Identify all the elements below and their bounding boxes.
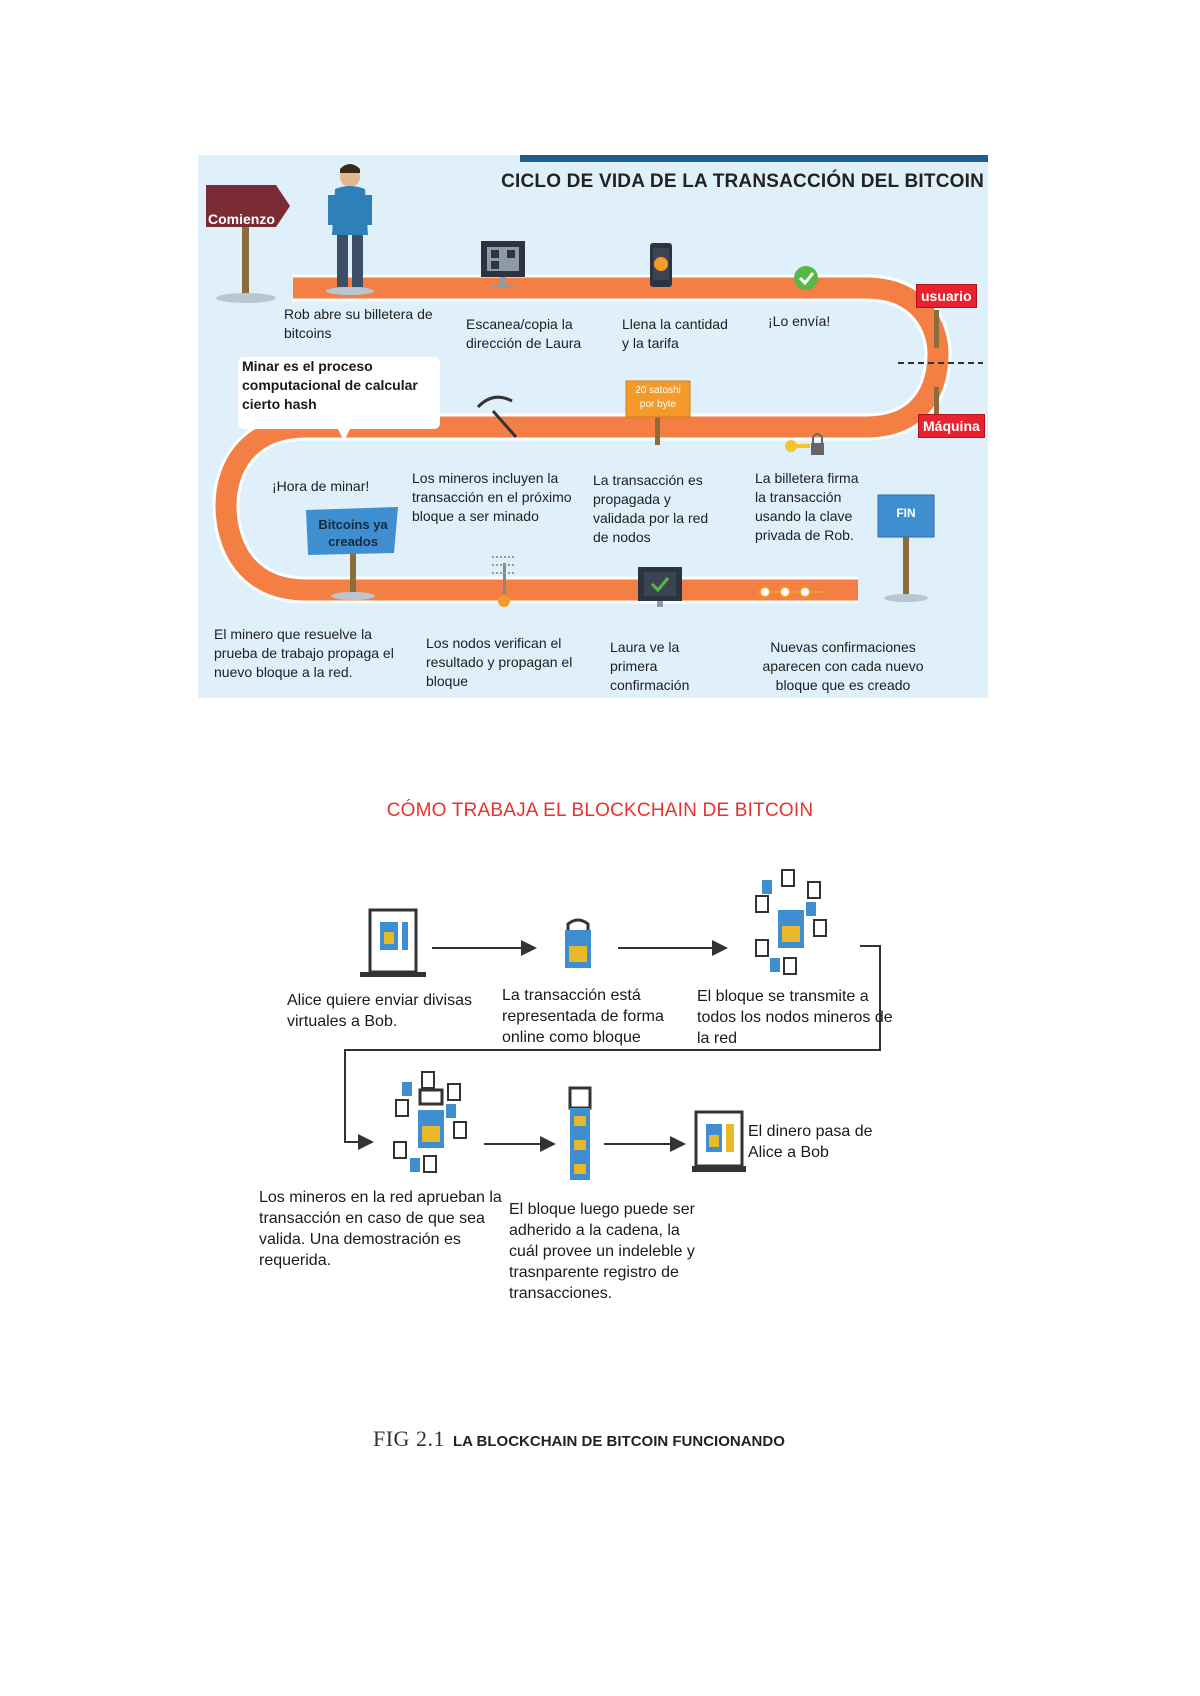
step-block-broadcast: El bloque se transmite a todos los nodos…	[697, 988, 893, 1047]
step-fill-amount: Llena la cantidad y la tarifa	[622, 316, 728, 351]
step-miners-include: Los mineros incluyen la transacción en e…	[412, 470, 572, 524]
step-new-confirmations: Nuevas confirmaciones aparecen con cada …	[762, 639, 924, 693]
broadcast-cluster-icon	[755, 869, 827, 975]
chain-icon	[758, 586, 826, 598]
mining-bubble-text: Minar es el proceso computacional de cal…	[242, 358, 418, 412]
lifecycle-title: CICLO DE VIDA DE LA TRANSACCIÓN DEL BITC…	[501, 171, 984, 192]
monitor-check-icon	[638, 567, 682, 607]
step-online-block: La transacción está representada de form…	[502, 987, 664, 1046]
check-icon	[794, 266, 818, 290]
step-alice-sends: Alice quiere enviar divisas virtuales a …	[287, 992, 472, 1030]
blockchain-title: CÓMO TRABAJA EL BLOCKCHAIN DE BITCOIN	[386, 800, 814, 821]
step-send: ¡Lo envía!	[768, 313, 831, 329]
step-money-transfer: El dinero pasa de Alice a Bob	[748, 1123, 873, 1161]
step-propagated: La transacción es propagada y validada p…	[593, 472, 709, 545]
mining-bubble: Minar es el proceso computacional de cal…	[238, 357, 440, 441]
person-icon	[326, 164, 374, 295]
key-lock-icon	[785, 433, 824, 455]
mined-sign: Bitcoins ya creados	[318, 517, 388, 549]
end-sign: FIN	[896, 506, 916, 520]
qr-monitor-icon	[481, 241, 525, 288]
node-antenna-icon	[492, 556, 516, 607]
blockchain-flow	[344, 869, 881, 1180]
machine-sign: Máquina	[918, 414, 985, 438]
step-first-confirmation: Laura ve la primera confirmación	[610, 639, 690, 693]
user-sign: usuario	[916, 284, 977, 308]
lifecycle-infographic: CICLO DE VIDA DE LA TRANSACCIÓN DEL BITC…	[198, 155, 988, 698]
fee-sign: 20 satoshi por byte	[635, 385, 681, 410]
step-miners-approve: Los mineros en la red aprueban la transa…	[259, 1189, 502, 1269]
alice-tablet-icon	[360, 908, 426, 977]
step-open-wallet: Rob abre su billetera de bitcoins	[284, 306, 433, 341]
step-block-added: El bloque luego puede ser adherido a la …	[509, 1201, 695, 1302]
figure-number: FIG 2.1	[373, 1426, 445, 1451]
step-scan-address: Escanea/copia la dirección de Laura	[466, 316, 582, 351]
step-miner-propagates: El minero que resuelve la prueba de trab…	[214, 626, 394, 680]
chained-blocks-icon	[568, 1086, 592, 1180]
block-icon	[565, 918, 591, 968]
miners-cluster-icon	[393, 1071, 467, 1173]
bitcoin-phone-icon	[650, 243, 672, 287]
pickaxe-icon	[476, 395, 518, 438]
start-sign: Comienzo	[208, 211, 275, 227]
step-nodes-verify: Los nodos verifican el resultado y propa…	[426, 635, 573, 689]
step-mining-time: ¡Hora de minar!	[272, 478, 370, 494]
figure-caption-text: LA BLOCKCHAIN DE BITCOIN FUNCIONANDO	[452, 1433, 785, 1450]
bob-tablet-icon	[692, 1110, 746, 1172]
step-wallet-signs: La billetera firma la transacción usando…	[755, 470, 859, 543]
figure-caption: FIG 2.1 LA BLOCKCHAIN DE BITCOIN FUNCIONA…	[373, 1426, 785, 1452]
header-bar	[520, 155, 988, 162]
